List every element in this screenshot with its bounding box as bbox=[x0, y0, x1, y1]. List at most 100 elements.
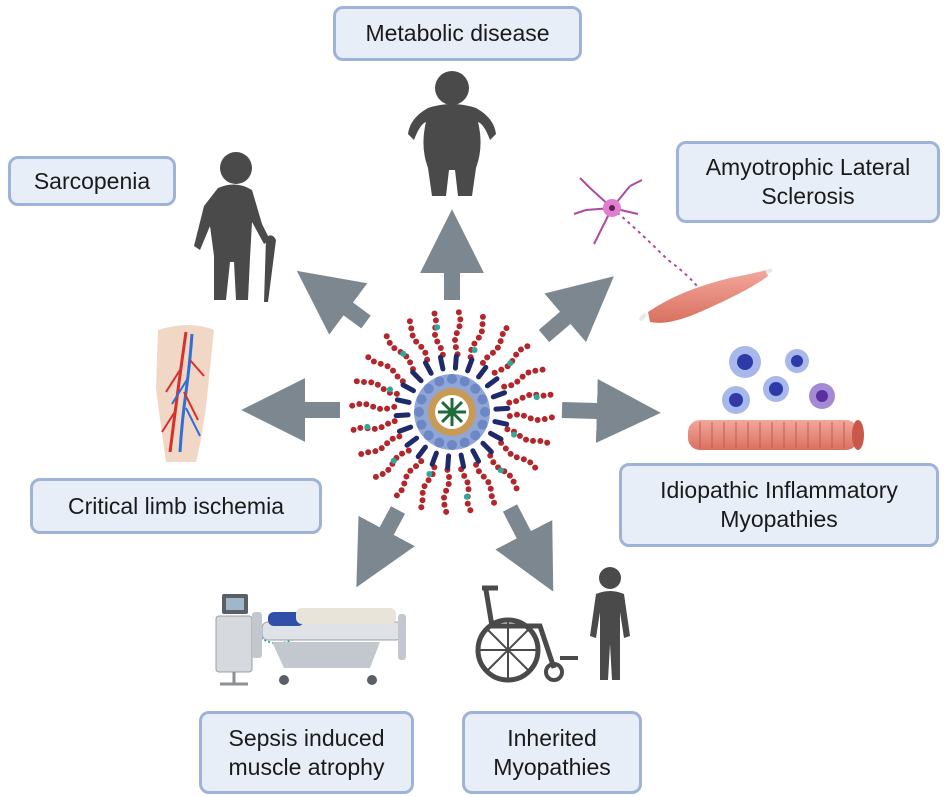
strand-bead bbox=[539, 366, 546, 373]
core-bead bbox=[459, 376, 470, 387]
strand-bead bbox=[443, 508, 450, 515]
strand-bead bbox=[356, 400, 363, 407]
strand-bead bbox=[467, 507, 474, 514]
strand-bead bbox=[527, 415, 534, 422]
strand-bead bbox=[479, 359, 486, 366]
strand-bead bbox=[523, 436, 530, 443]
strand-bead bbox=[526, 391, 533, 398]
strand-bead bbox=[441, 501, 448, 508]
strand-bead bbox=[399, 378, 406, 385]
strand-bead bbox=[544, 439, 551, 446]
strand-bead bbox=[365, 449, 372, 456]
obese-person-icon bbox=[408, 71, 496, 196]
strand-bead bbox=[453, 330, 460, 337]
strand-bead bbox=[377, 405, 384, 412]
arrow-upper-right bbox=[538, 276, 614, 343]
core-bead bbox=[416, 394, 427, 405]
ligand-star bbox=[426, 470, 433, 477]
ligand-star bbox=[510, 431, 517, 438]
immune-cells-and-muscle-fiber-icon bbox=[688, 346, 864, 450]
strand-bead bbox=[519, 394, 526, 401]
strand-bead bbox=[537, 438, 544, 445]
strand-bead bbox=[513, 411, 520, 418]
strand-bead bbox=[452, 337, 459, 344]
elderly-person-with-cane-icon bbox=[194, 152, 276, 302]
core-bead bbox=[477, 394, 488, 405]
lipid-rod bbox=[415, 444, 428, 460]
strand-bead bbox=[532, 464, 539, 471]
lipid-rod bbox=[445, 453, 452, 471]
strand-bead bbox=[465, 486, 472, 493]
ligand-star bbox=[471, 347, 478, 354]
strand-bead bbox=[389, 435, 396, 442]
lipid-rod bbox=[458, 452, 467, 470]
strand-bead bbox=[489, 349, 496, 356]
label-amyotrophic-lateral-sclerosis: Amyotrophic Lateral Sclerosis bbox=[676, 141, 940, 223]
lipid-rod bbox=[404, 435, 420, 448]
lipid-rod bbox=[422, 360, 434, 376]
strand-bead bbox=[548, 414, 555, 421]
strand-bead bbox=[419, 489, 426, 496]
strand-bead bbox=[513, 351, 520, 358]
label-sarcopenia: Sarcopenia bbox=[8, 156, 176, 206]
strand-bead bbox=[475, 468, 482, 475]
strand-bead bbox=[457, 316, 464, 323]
strand-bead bbox=[534, 417, 541, 424]
core-bead bbox=[459, 437, 470, 448]
strand-bead bbox=[510, 478, 517, 485]
strand-bead bbox=[527, 459, 534, 466]
strand-bead bbox=[386, 339, 393, 346]
strand-bead bbox=[520, 412, 527, 419]
core-bead bbox=[414, 407, 424, 417]
strand-bead bbox=[349, 402, 356, 409]
strand-bead bbox=[499, 331, 506, 338]
strand-bead bbox=[516, 432, 523, 439]
strand-bead bbox=[475, 334, 482, 341]
strand-bead bbox=[418, 504, 425, 511]
strand-bead bbox=[405, 447, 412, 454]
strand-bead bbox=[403, 473, 410, 480]
strand-bead bbox=[398, 487, 405, 494]
lipid-rod bbox=[437, 354, 446, 372]
core-bead bbox=[423, 430, 434, 441]
strand-bead bbox=[456, 323, 463, 330]
strand-bead bbox=[353, 378, 360, 385]
hospital-bed-ventilator-icon bbox=[215, 594, 406, 686]
strand-bead bbox=[378, 445, 385, 452]
leg-blood-vessels-icon bbox=[156, 325, 214, 462]
strand-bead bbox=[497, 338, 504, 345]
core-bead bbox=[434, 437, 445, 448]
strand-bead bbox=[498, 366, 505, 373]
lipid-rod bbox=[480, 440, 494, 455]
strand-bead bbox=[385, 420, 392, 427]
strand-bead bbox=[485, 479, 492, 486]
lipid-rod bbox=[493, 405, 511, 412]
strand-bead bbox=[394, 373, 401, 380]
strand-bead bbox=[363, 401, 370, 408]
lipid-rod bbox=[490, 390, 508, 400]
strand-bead bbox=[502, 445, 509, 452]
label-sepsis-induced-muscle-atrophy: Sepsis induced muscle atrophy bbox=[199, 711, 414, 794]
strand-bead bbox=[479, 321, 486, 328]
strand-bead bbox=[478, 328, 485, 335]
core-bead bbox=[447, 440, 457, 450]
strand-bead bbox=[494, 344, 501, 351]
strand-bead bbox=[488, 493, 495, 500]
lipid-rod bbox=[429, 450, 439, 467]
strand-bead bbox=[358, 451, 365, 458]
strand-bead bbox=[524, 343, 531, 350]
strand-bead bbox=[541, 416, 548, 423]
strand-bead bbox=[532, 367, 539, 374]
strand-bead bbox=[491, 369, 498, 376]
ligand-star bbox=[507, 360, 514, 367]
ligand-star bbox=[463, 493, 470, 500]
label-critical-limb-ischemia: Critical limb ischemia bbox=[30, 478, 322, 534]
strand-bead bbox=[422, 349, 429, 356]
label-metabolic-disease: Metabolic disease bbox=[333, 6, 582, 61]
strand-bead bbox=[540, 392, 547, 399]
strand-bead bbox=[530, 437, 537, 444]
strand-bead bbox=[504, 426, 511, 433]
strand-bead bbox=[484, 354, 491, 361]
lipid-rod bbox=[396, 424, 414, 434]
strand-bead bbox=[425, 477, 432, 484]
